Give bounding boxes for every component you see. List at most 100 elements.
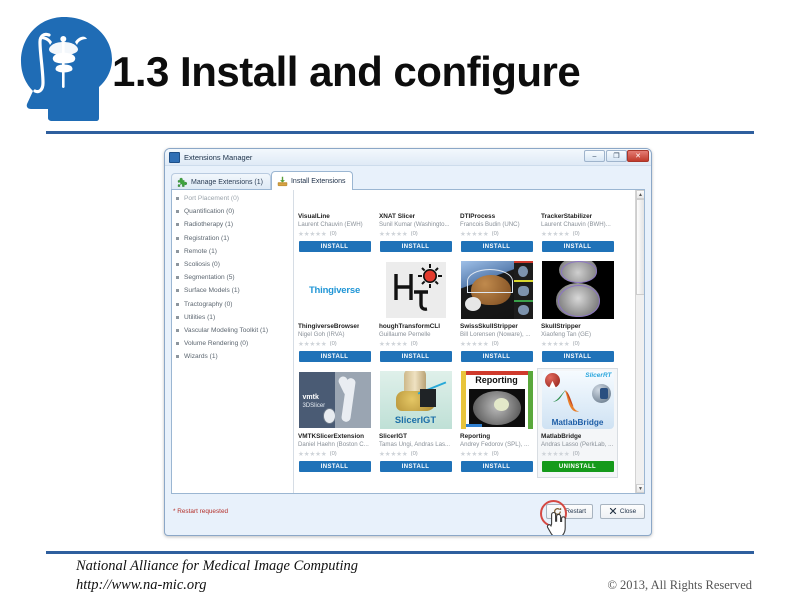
bullet-icon <box>176 276 179 280</box>
extension-name: ThingiverseBrowser <box>298 323 360 330</box>
extension-rating-count: (0) <box>410 341 418 347</box>
bullet-icon <box>176 263 179 267</box>
extension-rating[interactable]: ★★★★★(0) <box>298 230 337 238</box>
category-item-label: Wizards (1) <box>184 353 218 361</box>
extension-thumbnail: SlicerIGT <box>379 371 452 429</box>
extension-rating[interactable]: ★★★★★(0) <box>541 230 580 238</box>
category-item-label: Remote (1) <box>184 247 217 255</box>
extension-author: Daniel Haehn (Boston C... <box>298 441 369 448</box>
category-item[interactable]: Radiotherapy (1) <box>176 218 293 231</box>
extension-thumbnail <box>541 261 614 319</box>
extension-rating-count: (0) <box>572 231 580 237</box>
extension-rating[interactable]: ★★★★★(0) <box>379 340 418 348</box>
extension-rating[interactable]: ★★★★★(0) <box>460 450 499 458</box>
extension-name: SlicerIGT <box>379 433 408 440</box>
bullet-icon <box>176 328 179 332</box>
category-item[interactable]: Surface Models (1) <box>176 284 293 297</box>
close-button[interactable]: Close <box>600 503 645 519</box>
extension-author: Francois Budin (UNC) <box>460 221 520 228</box>
category-item[interactable]: Port Placement (0) <box>176 192 293 205</box>
category-item[interactable]: Remote (1) <box>176 245 293 258</box>
extension-rating[interactable]: ★★★★★(0) <box>298 450 337 458</box>
scroll-down-arrow[interactable]: ▼ <box>636 484 644 493</box>
install-button[interactable]: INSTALL <box>541 241 614 252</box>
install-button[interactable]: INSTALL <box>379 461 452 472</box>
scrollbar-thumb[interactable] <box>636 199 644 295</box>
category-item[interactable]: Volume Rendering (0) <box>176 337 293 350</box>
install-button[interactable]: INSTALL <box>298 351 371 362</box>
extension-rating[interactable]: ★★★★★(0) <box>541 450 580 458</box>
extension-author: Bill Lorensen (Noware), ... <box>460 331 531 338</box>
category-item-label: Scoliosis (0) <box>184 260 220 268</box>
install-button[interactable]: INSTALL <box>298 461 371 472</box>
extension-rating[interactable]: ★★★★★(0) <box>460 340 499 348</box>
category-item[interactable]: Tractography (0) <box>176 298 293 311</box>
category-item[interactable]: Registration (1) <box>176 232 293 245</box>
namic-head-logo <box>21 17 112 121</box>
star-icon: ★★★★★ <box>460 231 489 238</box>
puzzle-piece-icon <box>177 177 188 187</box>
restart-button[interactable]: Restart <box>546 503 593 519</box>
extension-name: TrackerStabilizer <box>541 213 593 220</box>
category-item[interactable]: Scoliosis (0) <box>176 258 293 271</box>
tab-manage-extensions[interactable]: Manage Extensions (1) <box>171 173 271 190</box>
category-item[interactable]: Segmentation (5) <box>176 271 293 284</box>
install-button[interactable]: INSTALL <box>460 461 533 472</box>
minimize-button[interactable]: – <box>584 150 605 162</box>
tab-manage-extensions-label: Manage Extensions (1) <box>191 178 263 186</box>
install-button[interactable]: INSTALL <box>460 241 533 252</box>
star-icon: ★★★★★ <box>298 341 327 348</box>
close-window-button[interactable]: ✕ <box>627 150 649 162</box>
category-item[interactable]: Vascular Modeling Toolkit (1) <box>176 324 293 337</box>
install-button[interactable]: INSTALL <box>541 351 614 362</box>
bullet-icon <box>176 355 179 359</box>
extension-rating[interactable]: ★★★★★(0) <box>541 340 580 348</box>
extension-thumbnail: Thingiverse <box>298 261 371 319</box>
extension-rating[interactable]: ★★★★★(0) <box>298 340 337 348</box>
install-button[interactable]: INSTALL <box>298 241 371 252</box>
star-icon: ★★★★★ <box>379 341 408 348</box>
x-icon <box>609 507 616 515</box>
extension-rating[interactable]: ★★★★★(0) <box>460 230 499 238</box>
install-button[interactable]: INSTALL <box>379 241 452 252</box>
extension-author: Nigel Goh (IRVA) <box>298 331 345 338</box>
extension-rating[interactable]: ★★★★★(0) <box>379 450 418 458</box>
dialog-bottom-bar: * Restart requested Restart Close <box>171 499 645 535</box>
category-item[interactable]: Wizards (1) <box>176 350 293 363</box>
category-item[interactable]: Utilities (1) <box>176 311 293 324</box>
category-item-label: Tractography (0) <box>184 300 233 308</box>
window-titlebar: Extensions Manager – ❐ ✕ <box>165 149 651 166</box>
category-item-label: Port Placement (0) <box>184 195 239 202</box>
extension-thumbnail <box>380 190 452 209</box>
maximize-button[interactable]: ❐ <box>606 150 627 162</box>
extension-name: houghTransformCLI <box>379 323 441 330</box>
extension-author: Andras Lasso (PerkLab, ... <box>541 441 614 448</box>
scroll-up-arrow[interactable]: ▲ <box>636 190 644 199</box>
category-list[interactable]: Port Placement (0) Quantification (0)Radi… <box>172 190 294 493</box>
tab-install-extensions[interactable]: Install Extensions <box>270 171 354 190</box>
page-title: 1.3 Install and configure <box>112 48 581 95</box>
uninstall-button[interactable]: UNINSTALL <box>541 461 614 472</box>
bullet-icon <box>176 342 179 346</box>
install-button[interactable]: INSTALL <box>379 351 452 362</box>
extension-rating[interactable]: ★★★★★(0) <box>379 230 418 238</box>
extensions-scrollbar[interactable]: ▲ ▼ <box>635 190 644 493</box>
install-button[interactable]: INSTALL <box>460 351 533 362</box>
extension-rating-count: (0) <box>491 231 499 237</box>
category-item[interactable]: Quantification (0) <box>176 205 293 218</box>
